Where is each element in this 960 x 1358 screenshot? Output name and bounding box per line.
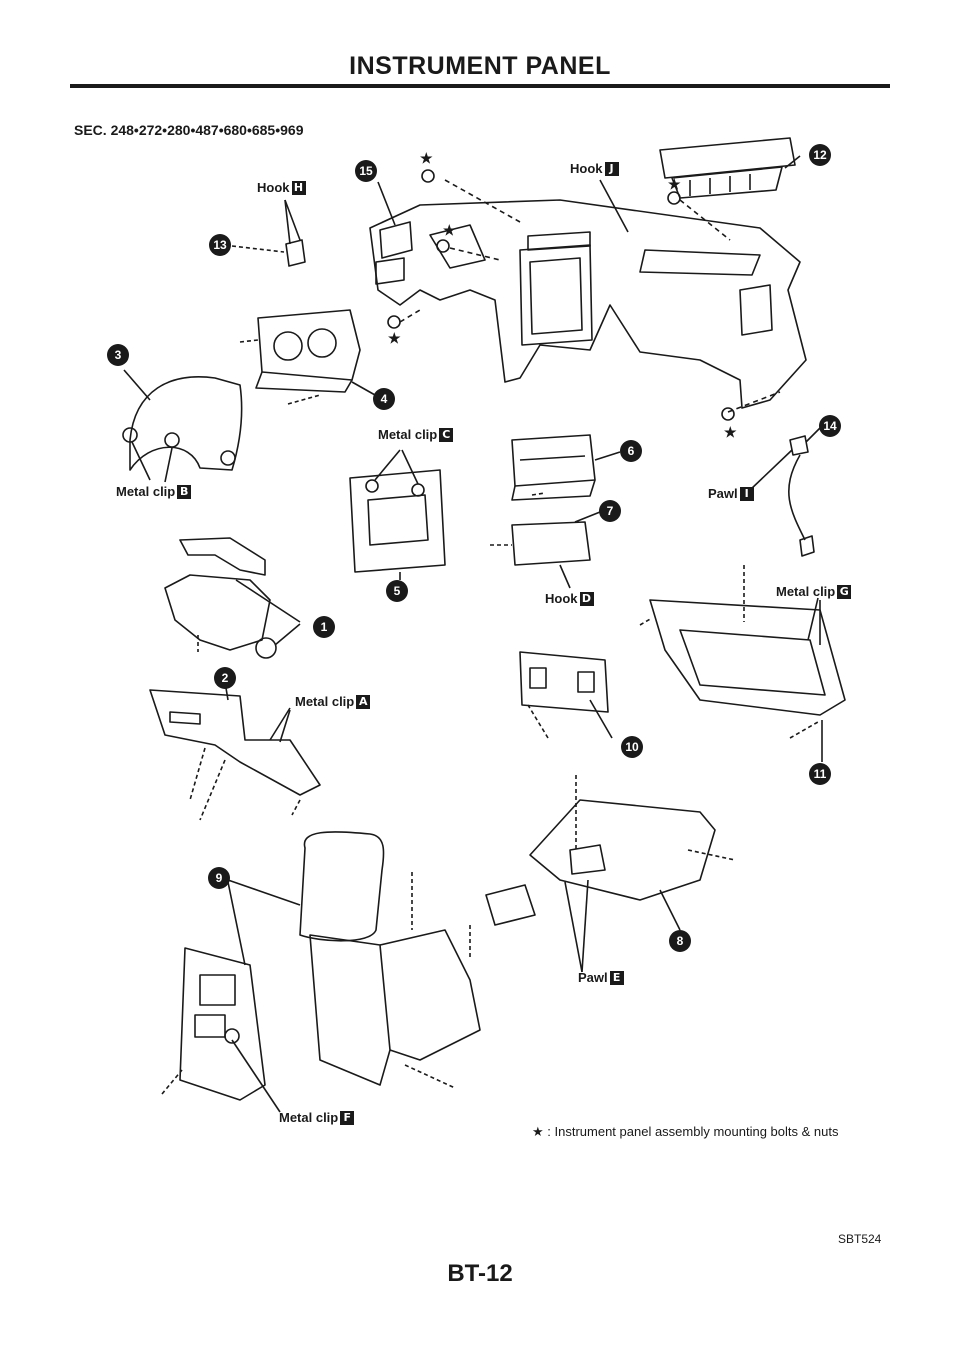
callout-letter: E <box>609 970 624 985</box>
console-drawing <box>529 775 736 973</box>
star-marker: ★ <box>420 150 433 166</box>
callout-text: Pawl <box>578 970 608 985</box>
switch-drawing <box>285 239 306 267</box>
part-number: 11 <box>809 763 831 785</box>
console-box-drawing <box>299 831 481 1089</box>
part-number: 7 <box>599 500 621 522</box>
page-number: BT-12 <box>447 1260 513 1287</box>
callout-text: Metal clip <box>279 1110 339 1125</box>
callout-text: Hook <box>570 161 603 176</box>
part-number: 1 <box>313 616 335 638</box>
part-number: 15 <box>355 160 377 182</box>
callout-text: Metal clip <box>378 427 438 442</box>
callout-letter: I <box>739 486 754 501</box>
part-number: 13 <box>209 234 231 256</box>
callout-letter: F <box>340 1110 355 1125</box>
star-marker: ★ <box>668 176 681 192</box>
callout-letter: H <box>291 180 306 195</box>
callout-text: Metal clip <box>295 694 355 709</box>
star-marker: ★ <box>388 330 401 346</box>
switch-panel-drawing <box>519 651 613 739</box>
legend-text: : Instrument panel assembly mounting bol… <box>547 1124 839 1139</box>
callout-letter: G <box>837 584 852 599</box>
ac-control-drawing <box>490 511 601 589</box>
section-codes: SEC. 248•272•280•487•680•685•969 <box>74 122 304 138</box>
center-cluster-drawing <box>349 449 446 580</box>
lower-panel-drawing <box>149 687 321 821</box>
part-number: 14 <box>819 415 841 437</box>
part-number: 5 <box>386 580 408 602</box>
callout-text: Metal clip <box>776 584 836 599</box>
instrument-panel-drawing <box>369 169 807 421</box>
sensor-drawing <box>749 427 821 557</box>
callout-letter: J <box>604 161 619 176</box>
figure-code: SBT524 <box>838 1232 882 1246</box>
header-rule <box>70 84 890 88</box>
page-title: INSTRUMENT PANEL <box>349 52 611 80</box>
audio-unit-drawing <box>511 434 621 501</box>
part-number: 10 <box>621 736 643 758</box>
part-number: 2 <box>214 667 236 689</box>
part-number: 3 <box>107 344 129 366</box>
part-number: 12 <box>809 144 831 166</box>
part-number: 6 <box>620 440 642 462</box>
callout-text: Metal clip <box>116 484 176 499</box>
callout-text: Pawl <box>708 486 738 501</box>
cluster-lid-drawing <box>122 369 243 483</box>
callout-letter: B <box>177 484 192 499</box>
airbag-module-drawing <box>659 137 796 199</box>
callout-text: Hook <box>545 591 578 606</box>
callout-text: Hook <box>257 180 290 195</box>
legend-star: ★ <box>532 1124 544 1139</box>
callout-letter: D <box>579 591 594 606</box>
combination-meter-drawing <box>239 309 376 405</box>
callout-letter: C <box>439 427 454 442</box>
console-finisher-drawing <box>161 879 301 1113</box>
part-number: 8 <box>669 930 691 952</box>
glove-box-drawing <box>639 565 846 762</box>
star-marker: ★ <box>724 424 737 440</box>
column-cover-drawing <box>164 537 301 659</box>
callout-letter: A <box>356 694 371 709</box>
part-number: 4 <box>373 388 395 410</box>
cup-holder-drawing <box>485 884 536 926</box>
part-number: 9 <box>208 867 230 889</box>
legend: ★ : Instrument panel assembly mounting b… <box>532 1124 839 1140</box>
star-marker: ★ <box>443 222 456 238</box>
